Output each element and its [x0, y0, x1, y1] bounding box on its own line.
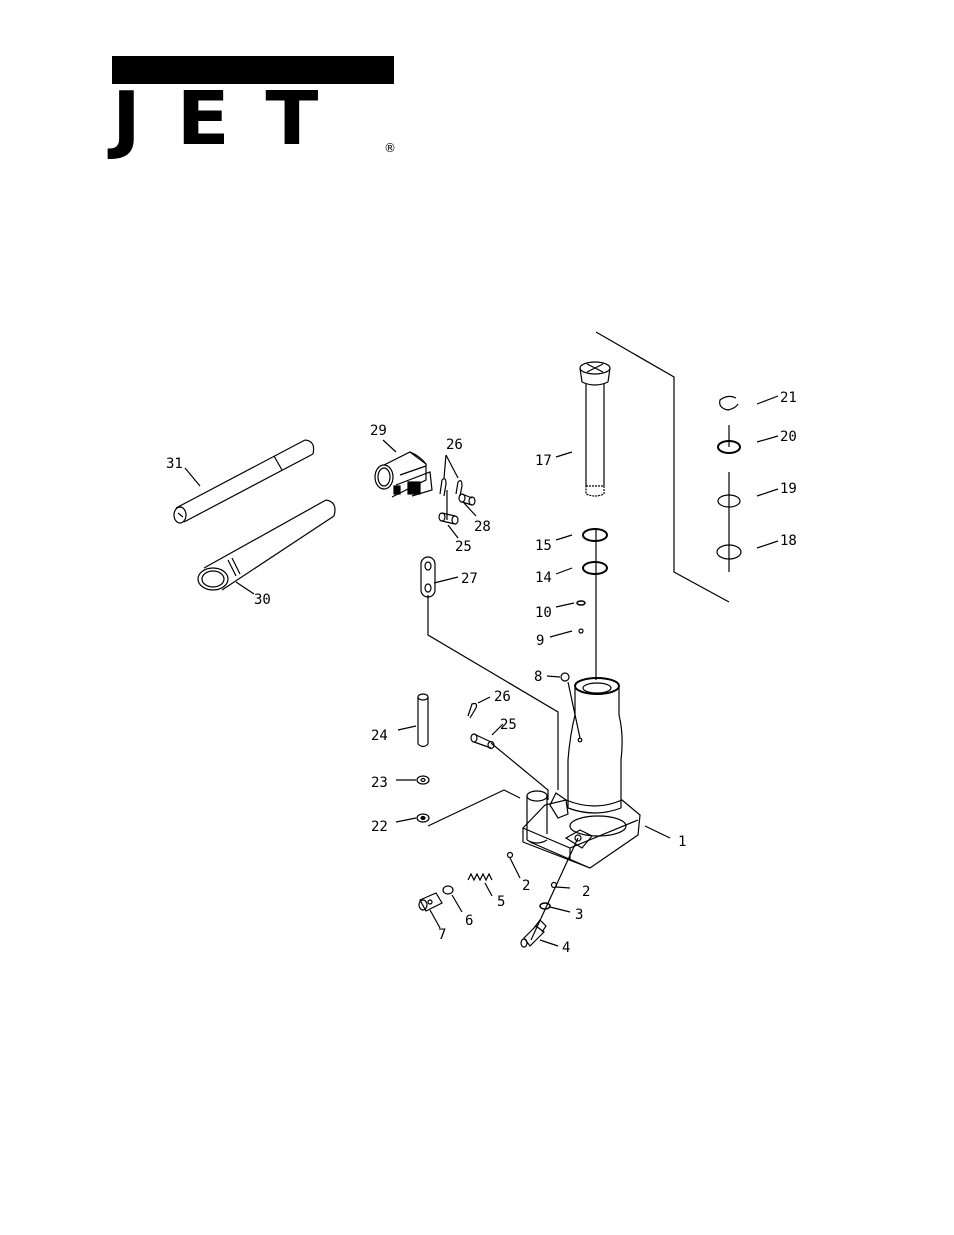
washer-22: [416, 813, 430, 823]
callout-24: 24: [371, 728, 388, 744]
callout-30: 30: [254, 592, 271, 608]
callout-26-upper: 26: [446, 437, 463, 453]
washer-3: [539, 902, 551, 910]
callout-28: 28: [474, 519, 491, 535]
callout-25-lower: 25: [500, 717, 517, 733]
callout-21: 21: [780, 390, 797, 406]
callout-4: 4: [562, 940, 570, 956]
callout-20: 20: [780, 429, 797, 445]
registered-mark: ®: [384, 141, 396, 155]
seal-ring-14: [582, 561, 608, 575]
spring-5: [467, 872, 493, 882]
handle-tube-31: [173, 439, 315, 524]
seal-ring-15: [582, 528, 608, 542]
callout-10: 10: [535, 605, 552, 621]
handle-socket-29: [374, 451, 433, 498]
release-connector-line: [530, 837, 579, 941]
snap-ring-21: [719, 395, 739, 411]
callout-17: 17: [535, 453, 552, 469]
clevis-pin-25-lower: [470, 733, 495, 750]
callout-6: 6: [465, 913, 473, 929]
release-valve-4: [520, 919, 547, 948]
ram-screw-part: [579, 361, 611, 497]
callout-22: 22: [371, 819, 388, 835]
callout-2-right: 2: [582, 884, 590, 900]
washer-10: [576, 600, 586, 606]
callout-19: 19: [780, 481, 797, 497]
clevis-pin-28: [458, 493, 476, 506]
callout-26-lower: 26: [494, 689, 511, 705]
callout-23: 23: [371, 775, 388, 791]
callout-25-upper: 25: [455, 539, 472, 555]
callout-2-left: 2: [522, 878, 530, 894]
cotter-pin-26-upper-a: [439, 478, 447, 497]
seal-6: [442, 885, 454, 895]
washer-23: [416, 775, 430, 785]
callout-15: 15: [535, 538, 552, 554]
ball-2-right: [550, 881, 558, 889]
ball-leader-line: [567, 681, 581, 739]
callout-27: 27: [461, 571, 478, 587]
handle-pin-24: [417, 693, 429, 748]
ball-2-left: [506, 851, 514, 859]
callout-3: 3: [575, 907, 583, 923]
callout-5: 5: [497, 894, 505, 910]
ring-20: [717, 440, 741, 454]
callout-7: 7: [438, 927, 446, 943]
callout-1: 1: [678, 834, 686, 850]
pin-connector-line: [490, 742, 549, 800]
cotter-pin-26-upper-b: [455, 480, 463, 497]
ram-connector-line: [595, 331, 730, 603]
plug-screw-7: [418, 892, 443, 912]
ball-8: [560, 672, 570, 682]
callout-14: 14: [535, 570, 552, 586]
logo-wordmark: JET: [112, 76, 355, 162]
callout-31: 31: [166, 456, 183, 472]
cotter-pin-26-lower: [467, 702, 478, 719]
logo-bar: [112, 56, 394, 84]
link-plate-27: [420, 556, 436, 598]
jet-logo: JET ®: [110, 56, 410, 160]
callout-18: 18: [780, 533, 797, 549]
ball-9: [578, 628, 584, 634]
clevis-pin-25-upper: [438, 512, 459, 525]
link-connector-line: [427, 595, 559, 790]
ring-19: [717, 494, 741, 508]
jack-body: [522, 677, 641, 869]
ring-18: [716, 544, 742, 560]
handle-tube-30: [197, 499, 336, 591]
callout-9: 9: [536, 633, 544, 649]
callout-8: 8: [534, 669, 542, 685]
callout-29: 29: [370, 423, 387, 439]
seal-connector-line: [427, 789, 521, 827]
